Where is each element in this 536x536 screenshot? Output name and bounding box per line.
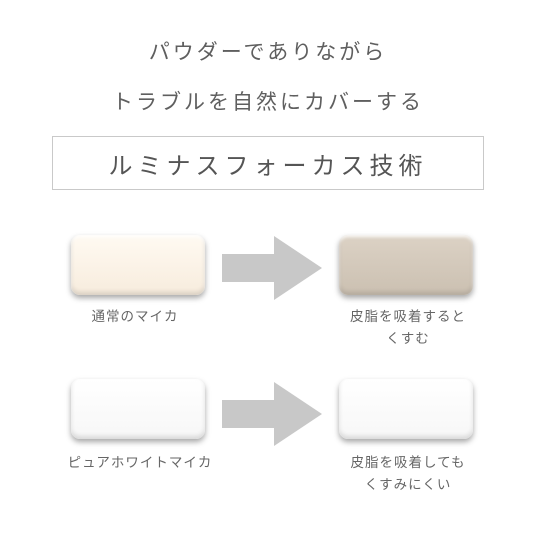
arrow-right-icon [222, 382, 322, 446]
dull-result-label: 皮脂を吸着すると くすむ [350, 309, 466, 347]
headline-line-2: トラブルを自然にカバーする [112, 90, 424, 114]
technology-title: ルミナスフォーカス技術 [52, 136, 484, 190]
pure-white-mica-label: ピュアホワイトマイカ [67, 455, 213, 471]
pure-white-mica-chip [71, 379, 205, 439]
headline-line-1: パウダーでありながら [148, 40, 388, 64]
pure-white-result-label: 皮脂を吸着しても くすみにくい [350, 455, 466, 493]
normal-mica-label: 通常のマイカ [91, 309, 179, 325]
normal-mica-chip [71, 235, 205, 295]
arrow-right-icon [222, 236, 322, 300]
dull-mica-chip [339, 235, 473, 295]
pure-white-result-chip [339, 379, 473, 439]
